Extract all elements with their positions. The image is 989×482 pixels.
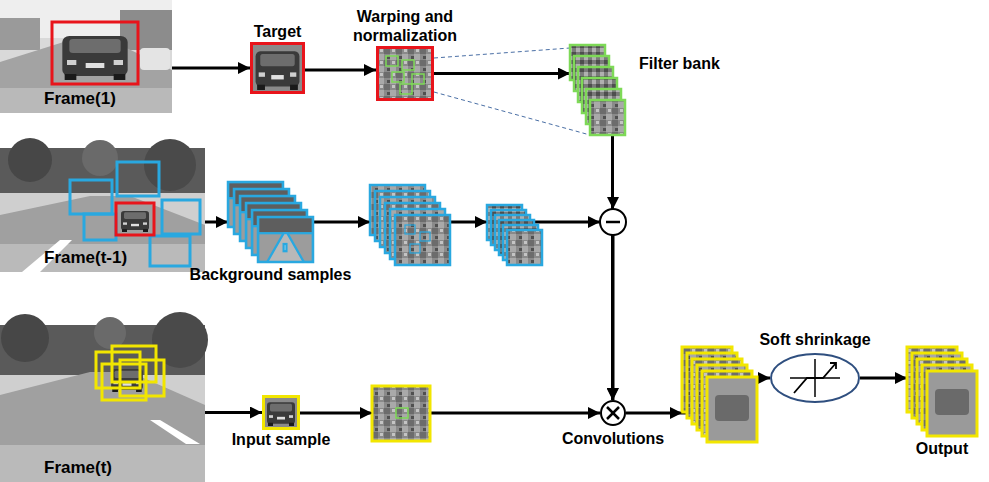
normalized-patch <box>376 46 434 101</box>
flow-arrow <box>434 72 570 75</box>
flow-arrow <box>205 411 262 414</box>
response-stack <box>682 347 757 442</box>
sample-stack: Background samples <box>228 182 313 262</box>
filter-bank: Filter bank <box>570 45 625 135</box>
target-patch <box>250 42 305 94</box>
node-label: Frame(t-1) <box>44 248 127 268</box>
target-patch: Target <box>250 42 305 94</box>
output-stack: Output <box>907 347 977 436</box>
node-label: Soft shrinkage <box>759 331 870 349</box>
node-label: Output <box>916 440 968 458</box>
video-frame: Frame(t) <box>0 325 205 482</box>
label-holder: Frame(t) <box>44 458 112 478</box>
background-stack <box>228 182 313 262</box>
video-frame: Frame(1) <box>0 0 172 113</box>
normalized-patch: Warping and normalization <box>376 46 434 101</box>
node-label: Input sample <box>232 431 331 449</box>
node-label: Warping and normalization <box>343 8 467 45</box>
node-label: Frame(t) <box>44 458 112 478</box>
label-holder: Target <box>254 23 302 41</box>
flow-arrow <box>860 377 907 380</box>
flow-arrow <box>300 412 600 415</box>
label-holder: Filter bank <box>639 55 720 73</box>
node-label: Filter bank <box>639 55 720 73</box>
label-holder: Input sample <box>232 431 331 449</box>
subtract-operator <box>600 209 626 235</box>
projection-line <box>434 92 590 135</box>
label-holder: Convolutions <box>562 430 664 448</box>
flow-arrow <box>305 69 376 72</box>
label-holder: Frame(t-1) <box>44 248 127 268</box>
label-holder: Output <box>916 440 968 458</box>
node-label: Background samples <box>190 266 352 284</box>
shrinkage-ellipse <box>770 353 860 403</box>
filter-stack <box>570 45 625 135</box>
normalized-input <box>372 386 430 441</box>
projection-line <box>434 48 570 58</box>
convolution-operator: Convolutions <box>600 400 626 426</box>
node-label: Frame(1) <box>44 89 116 109</box>
input-patch: Input sample <box>262 395 300 430</box>
label-holder: Warping and normalization <box>343 8 467 45</box>
background-filter-stack <box>487 205 542 265</box>
video-frame: Frame(t-1) <box>0 148 205 272</box>
output-stack <box>907 347 977 436</box>
label-holder: Soft shrinkage <box>759 331 870 349</box>
shrinkage-function: Soft shrinkage <box>770 353 860 403</box>
frame-scene <box>0 312 208 482</box>
frame-scene <box>0 138 205 272</box>
flow-arrow <box>313 222 613 400</box>
operator-circle <box>600 400 626 426</box>
node-label: Convolutions <box>562 430 664 448</box>
label-holder: Frame(1) <box>44 89 116 109</box>
flow-arrow <box>172 67 250 70</box>
flow-arrow <box>205 221 228 224</box>
arrowhead <box>358 197 682 419</box>
label-holder: Background samples <box>190 266 352 284</box>
frame-scene <box>0 0 172 113</box>
input-patch <box>262 395 300 430</box>
normalized-stack <box>370 185 450 265</box>
node-label: Target <box>254 23 302 41</box>
